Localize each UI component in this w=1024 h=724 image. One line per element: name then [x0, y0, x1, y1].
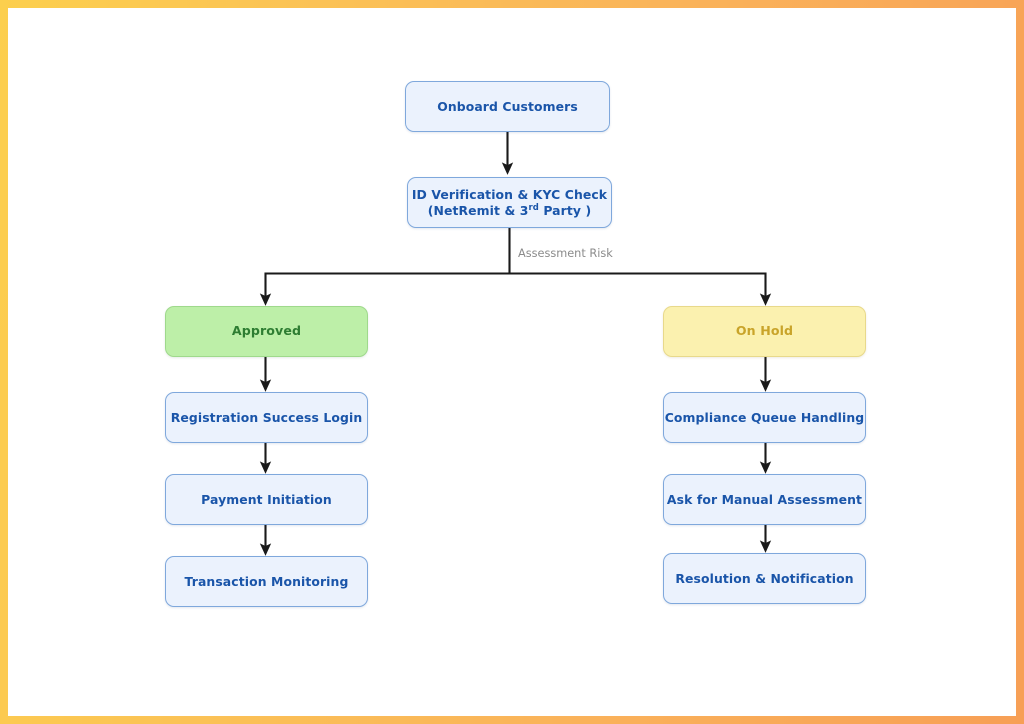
node-resolution-notification[interactable]: Resolution & Notification [663, 553, 866, 604]
node-ask-for-manual-assessment-label: Ask for Manual Assessment [666, 491, 863, 507]
node-payment-initiation[interactable]: Payment Initiation [165, 474, 368, 525]
node-approved[interactable]: Approved [165, 306, 368, 357]
kyc-line-1: ID Verification & KYC Check [411, 186, 608, 202]
edge-label-assessment-risk: Assessment Risk [518, 247, 613, 260]
node-on-hold-label: On Hold [735, 323, 794, 339]
node-registration-success-login[interactable]: Registration Success Login [165, 392, 368, 443]
node-transaction-monitoring[interactable]: Transaction Monitoring [165, 556, 368, 607]
node-onboard-customers[interactable]: Onboard Customers [405, 81, 610, 132]
node-compliance-queue-handling-label: Compliance Queue Handling [664, 409, 865, 425]
node-id-verification-kyc-check[interactable]: ID Verification & KYC Check (NetRemit & … [407, 177, 612, 228]
node-on-hold[interactable]: On Hold [663, 306, 866, 357]
node-registration-success-login-label: Registration Success Login [170, 409, 363, 425]
node-transaction-monitoring-label: Transaction Monitoring [184, 573, 349, 589]
diagram-canvas: Assessment Risk Onboard Customers ID Ver… [8, 8, 1016, 716]
node-onboard-customers-label: Onboard Customers [437, 98, 578, 114]
node-ask-for-manual-assessment[interactable]: Ask for Manual Assessment [663, 474, 866, 525]
node-compliance-queue-handling[interactable]: Compliance Queue Handling [663, 392, 866, 443]
node-payment-initiation-label: Payment Initiation [201, 491, 332, 507]
node-id-verification-kyc-check-label: ID Verification & KYC Check (NetRemit & … [408, 187, 611, 219]
node-approved-label: Approved [231, 323, 302, 339]
node-resolution-notification-label: Resolution & Notification [675, 570, 854, 586]
kyc-line-2-post: Party ) [538, 202, 592, 218]
kyc-line-2-superscript: rd [528, 201, 539, 212]
kyc-line-2-pre: (NetRemit & 3 [427, 202, 529, 218]
